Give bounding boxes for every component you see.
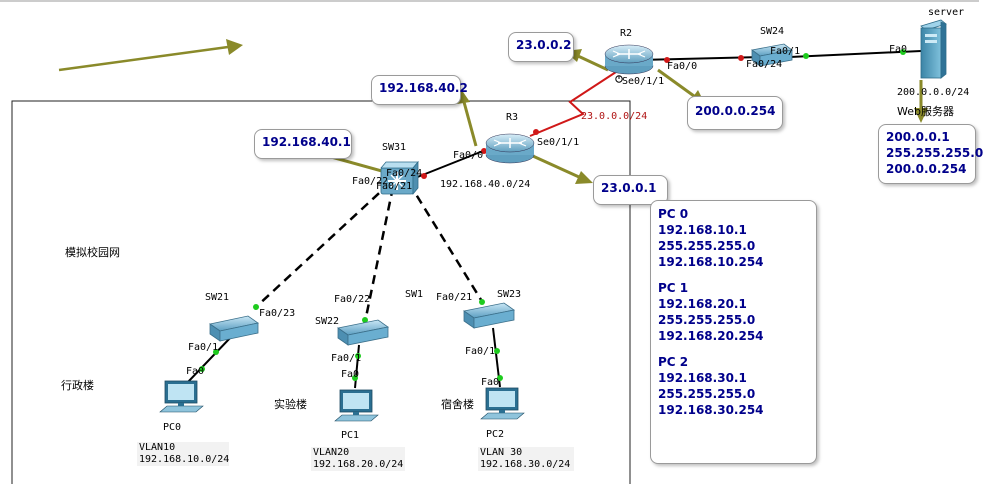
port-pc2-fa0: Fa0 bbox=[481, 377, 499, 388]
switch-sw31[interactable] bbox=[380, 160, 419, 196]
pc2-label: PC2 bbox=[486, 429, 504, 440]
switch-sw1-label: SW1 bbox=[405, 289, 423, 300]
link-sw22-pc1[interactable] bbox=[354, 344, 360, 389]
port-sw23-fa021: Fa0/21 bbox=[436, 292, 472, 303]
server-icon[interactable] bbox=[920, 19, 947, 79]
callout-r3-lan: 192.168.40.2 bbox=[371, 75, 468, 105]
link-sw31-sw22[interactable] bbox=[363, 186, 395, 323]
router-r2-label: R2 bbox=[620, 28, 632, 39]
port-sw21-fa023: Fa0/23 bbox=[259, 308, 295, 319]
router-r3-label: R3 bbox=[506, 112, 518, 123]
vlan20-label: VLAN20 192.168.20.0/24 bbox=[311, 447, 405, 471]
pc2-icon[interactable] bbox=[480, 387, 525, 420]
r3-lan-net-label: 192.168.40.0/24 bbox=[440, 179, 530, 190]
decorative-arrow bbox=[58, 39, 243, 72]
switch-sw31-label: SW31 bbox=[382, 142, 406, 153]
port-sw24-fa01: Fa0/1 bbox=[770, 46, 800, 57]
router-r2[interactable] bbox=[604, 44, 654, 75]
campus-boundary bbox=[11, 100, 631, 484]
pc0-building: 行政楼 bbox=[61, 378, 94, 392]
callout-pcs: PC 0 192.168.10.1 255.255.255.0 192.168.… bbox=[650, 200, 817, 464]
pc0-label: PC0 bbox=[163, 422, 181, 433]
port-server-fa0: Fa0 bbox=[889, 44, 907, 55]
pc0-icon[interactable] bbox=[159, 380, 204, 413]
serial-net-label: 23.0.0.0/24 bbox=[581, 111, 647, 122]
callout-r2-lan: 200.0.0.254 bbox=[687, 96, 783, 130]
port-sw22-fa01: Fa0/1 bbox=[331, 353, 361, 364]
server-caption: Web服务器 bbox=[897, 105, 954, 118]
callout-sw31: 192.168.40.1 bbox=[254, 129, 352, 159]
router-r3[interactable] bbox=[485, 133, 535, 164]
link-sw21-pc0[interactable] bbox=[187, 336, 232, 383]
callout-r2-serial: 23.0.0.2 bbox=[508, 32, 574, 62]
server-net-label: 200.0.0.0/24 bbox=[897, 87, 969, 98]
port-sw31-fa024: Fa0/24 bbox=[386, 168, 422, 179]
link-sw24-server[interactable] bbox=[789, 50, 922, 58]
port-r3-se011: Se0/1/1 bbox=[537, 137, 579, 148]
link-sw31-sw21[interactable] bbox=[255, 182, 391, 308]
vlan30-label: VLAN 30 192.168.30.0/24 bbox=[478, 447, 574, 471]
pc1-icon[interactable] bbox=[334, 389, 379, 422]
vlan10-label: VLAN10 192.168.10.0/24 bbox=[137, 442, 230, 466]
port-sw24-fa024: Fa0/24 bbox=[746, 59, 782, 70]
callout-server: 200.0.0.1 255.255.255.0 200.0.0.254 bbox=[878, 124, 983, 184]
pc2-building: 宿舍楼 bbox=[441, 397, 474, 411]
server-label: server bbox=[928, 7, 964, 18]
port-r3-fa00: Fa0/0 bbox=[453, 150, 483, 161]
port-pc0-fa0: Fa0 bbox=[186, 366, 204, 377]
pc1-label: PC1 bbox=[341, 430, 359, 441]
campus-zone-label: 模拟校园网 bbox=[65, 245, 120, 259]
port-sw21-fa01: Fa0/1 bbox=[188, 342, 218, 353]
callout-r3-serial: 23.0.0.1 bbox=[593, 175, 668, 205]
switch-sw24-label: SW24 bbox=[760, 26, 784, 37]
switch-sw24[interactable] bbox=[751, 43, 793, 67]
switch-sw23-label: SW23 bbox=[497, 289, 521, 300]
switch-sw23[interactable] bbox=[463, 302, 515, 329]
port-pc1-fa0: Fa0 bbox=[341, 369, 359, 380]
port-r2-fa00: Fa0/0 bbox=[667, 61, 697, 72]
pc1-building: 实验楼 bbox=[274, 397, 307, 411]
port-r2-se011: Se0/1/1 bbox=[622, 76, 664, 87]
switch-sw21[interactable] bbox=[209, 315, 259, 342]
switch-sw21-label: SW21 bbox=[205, 292, 229, 303]
port-sw23-fa01: Fa0/1 bbox=[465, 346, 495, 357]
switch-sw22[interactable] bbox=[337, 319, 389, 346]
switch-sw22-label: SW22 bbox=[315, 316, 339, 327]
port-sw22-fa022: Fa0/22 bbox=[334, 294, 370, 305]
port-sw31-fa022: Fa0/22 bbox=[352, 176, 388, 187]
link-sw31-sw23[interactable] bbox=[407, 182, 485, 304]
port-sw31-fa021: Fa0/21 bbox=[376, 181, 412, 192]
link-r2-r3-serial[interactable] bbox=[529, 71, 617, 137]
